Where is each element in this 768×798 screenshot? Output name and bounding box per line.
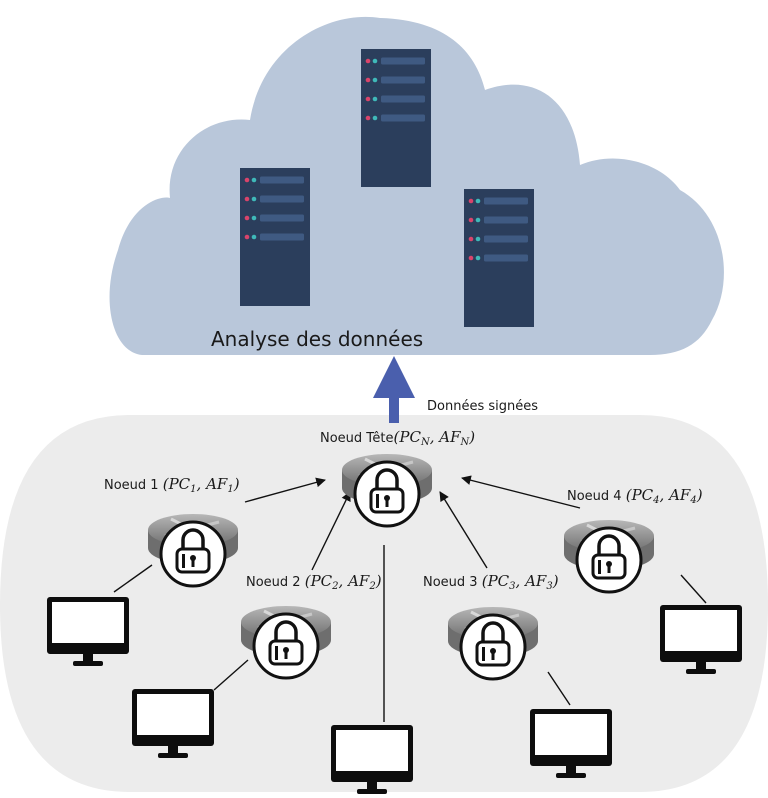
head-node-label: Noeud Tête(PCN, AFN) xyxy=(320,428,475,448)
node2-label: Noeud 2 (PC2, AF2) xyxy=(246,572,382,592)
connections xyxy=(113,475,707,722)
edge-node3-monitor xyxy=(547,671,571,706)
edge-node2-head xyxy=(311,491,351,571)
upload-arrow xyxy=(373,356,415,423)
node4-label: Noeud 4 (PC4, AF4) xyxy=(567,486,703,506)
edge-node1-monitor xyxy=(113,564,153,593)
server-icon xyxy=(240,168,310,306)
server-icon xyxy=(464,189,534,327)
edge-node1-head xyxy=(244,477,326,503)
node3-label: Noeud 3 (PC3, AF3) xyxy=(423,572,559,592)
edge-node3-head xyxy=(439,491,488,569)
arrow-label: Données signées xyxy=(427,399,538,414)
edge-node4-head xyxy=(461,475,581,509)
node1-label: Noeud 1 (PC1, AF1) xyxy=(104,475,240,495)
cloud-label: Analyse des données xyxy=(211,327,423,351)
server-icon xyxy=(361,49,431,187)
edge-node4-monitor xyxy=(680,574,707,604)
edge-node2-monitor xyxy=(213,659,249,691)
